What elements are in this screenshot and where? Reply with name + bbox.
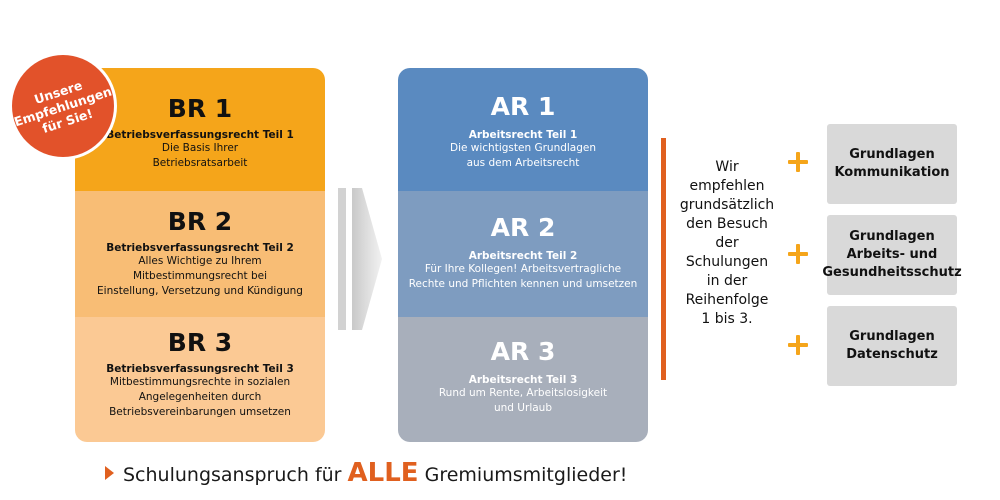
- br-column: BR 1 Betriebsverfassungsrecht Teil 1 Die…: [75, 68, 325, 442]
- br-card-description: Alles Wichtige zu Ihrem Mitbestimmungsre…: [97, 255, 303, 297]
- footer-emphasis: ALLE: [347, 458, 419, 488]
- ar-card-description: Rund um Rente, Arbeitslosigkeit und Urla…: [438, 387, 608, 414]
- ar-card-description: Die wichtigsten Grundlagen aus dem Arbei…: [449, 142, 597, 169]
- triangle-right-icon: [105, 466, 114, 480]
- topic-box-arbeitsschutz: Grundlagen Arbeits- und Gesundheitsschut…: [822, 215, 962, 295]
- br-card-3: BR 3 Betriebsverfassungsrecht Teil 3 Mit…: [75, 317, 325, 442]
- ar-card-subtitle: Arbeitsrecht Teil 3: [468, 374, 578, 386]
- plus-icon: [788, 244, 808, 264]
- br-card-title: BR 3: [167, 328, 233, 357]
- badge-text: Unsere Empfehlungen für Sie!: [12, 76, 114, 136]
- plus-icon: [788, 335, 808, 355]
- br-card-title: BR 1: [167, 94, 233, 123]
- recommendation-badge: Unsere Empfehlungen für Sie!: [12, 55, 114, 157]
- ar-card-1: AR 1 Arbeitsrecht Teil 1 Die wichtigsten…: [398, 68, 648, 191]
- ar-card-title: AR 2: [490, 213, 556, 242]
- br-card-1: BR 1 Betriebsverfassungsrecht Teil 1 Die…: [75, 68, 325, 191]
- ar-card-subtitle: Arbeitsrecht Teil 2: [468, 250, 578, 262]
- topic-box-kommunikation: Grundlagen Kommunikation: [827, 124, 957, 204]
- chevron-right-icon: [338, 188, 382, 330]
- footer-text-after: Gremiumsmitglieder!: [418, 464, 628, 486]
- plus-icon: [788, 152, 808, 172]
- br-card-description: Die Basis Ihrer Betriebsratsarbeit: [152, 142, 248, 169]
- footer-tagline: Schulungsanspruch für ALLE Gremiumsmitgl…: [105, 458, 627, 488]
- br-card-2: BR 2 Betriebsverfassungsrecht Teil 2 All…: [75, 191, 325, 317]
- ar-column: AR 1 Arbeitsrecht Teil 1 Die wichtigsten…: [398, 68, 648, 442]
- footer-text-before: Schulungsanspruch für: [123, 464, 348, 486]
- br-card-title: BR 2: [167, 207, 233, 236]
- ar-card-title: AR 3: [490, 337, 556, 366]
- ar-card-subtitle: Arbeitsrecht Teil 1: [468, 129, 578, 141]
- ar-card-2: AR 2 Arbeitsrecht Teil 2 Für Ihre Kolleg…: [398, 191, 648, 317]
- topic-box-datenschutz: Grundlagen Datenschutz: [827, 306, 957, 386]
- ar-card-3: AR 3 Arbeitsrecht Teil 3 Rund um Rente, …: [398, 317, 648, 442]
- br-card-subtitle: Betriebsverfassungsrecht Teil 1: [106, 129, 294, 141]
- ar-card-description: Für Ihre Kollegen! Arbeitsvertragliche R…: [408, 263, 638, 290]
- br-card-subtitle: Betriebsverfassungsrecht Teil 3: [106, 363, 294, 375]
- br-card-subtitle: Betriebsverfassungsrecht Teil 2: [106, 242, 294, 254]
- recommendation-text: Wir empfehlen grundsätzlich den Besuch d…: [679, 159, 775, 327]
- br-card-description: Mitbestimmungsrechte in sozialen Angeleg…: [109, 376, 291, 418]
- ar-card-title: AR 1: [490, 92, 556, 121]
- vertical-divider: [661, 138, 666, 380]
